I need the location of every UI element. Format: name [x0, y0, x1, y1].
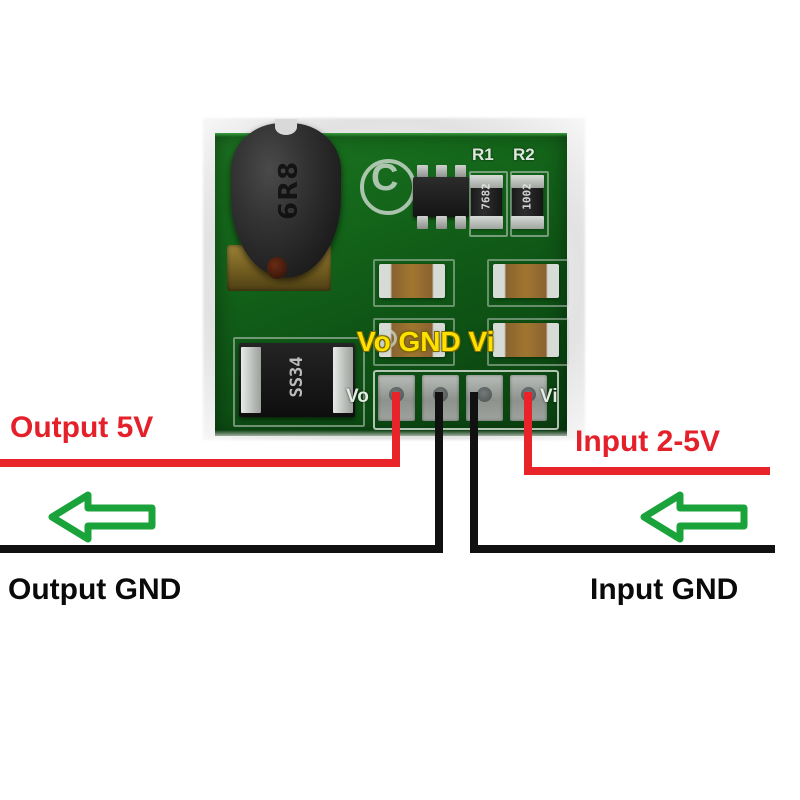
inductor-solder-blob: [267, 257, 287, 279]
ceramic-capacitor-c1: [379, 264, 445, 298]
ic-pin-3: [455, 165, 466, 178]
circled-c-logo: [360, 157, 416, 215]
annotation-output-voltage: Output 5V: [10, 411, 154, 444]
ic-pin-6: [455, 216, 466, 229]
resistor-r2: 1002: [511, 175, 544, 229]
wire-input-gnd-vertical: [470, 392, 478, 552]
ceramic-capacitor-c4: [493, 323, 559, 357]
resistor-r1-code: 7682: [479, 183, 493, 210]
wire-vo-vertical: [392, 392, 400, 466]
resistor-r1: 7682: [470, 175, 503, 229]
diode-marking: SS34: [287, 356, 307, 398]
resistor-r2-code: 1002: [520, 183, 534, 210]
capacitor-c1-pad: [373, 259, 455, 307]
annotation-input-ground: Input GND: [590, 573, 739, 606]
resistor-r1-pad: [469, 171, 508, 237]
board-via: [378, 329, 397, 348]
board-bottom-edge: [215, 430, 567, 436]
wire-output-gnd-horizontal: [0, 545, 443, 553]
ic-pin-4: [417, 216, 428, 229]
wire-input-gnd-horizontal: [470, 545, 775, 553]
wire-output-gnd-vertical: [435, 392, 443, 552]
inductor-notch: [275, 119, 297, 135]
resistor-r2-term-bottom: [511, 216, 544, 229]
diode-terminal-left: [241, 347, 261, 413]
silkscreen-vi-label: Vi: [540, 386, 558, 407]
pcb-board: 6R8 R1 7682 R2 1002: [215, 119, 569, 436]
capacitor-c4-pad: [487, 318, 569, 366]
overlay-pin-label: Vo GND Vi: [357, 326, 495, 357]
capacitor-c2-pad: [487, 259, 569, 307]
converter-ic: [413, 177, 469, 217]
resistor-r1-term-top: [470, 175, 503, 188]
schottky-diode: SS34: [239, 343, 355, 417]
wire-input-5v-horizontal: [524, 467, 770, 475]
input-direction-arrow: [640, 491, 748, 543]
resistor-r2-label: R2: [513, 145, 535, 164]
diode-terminal-right: [333, 347, 353, 413]
annotation-output-ground: Output GND: [8, 573, 182, 606]
wire-vi-vertical: [524, 392, 532, 474]
wire-output-5v-horizontal: [0, 459, 400, 467]
resistor-r1-label: R1: [472, 145, 494, 164]
capacitor-c3-pad: [373, 318, 455, 366]
pad-gnd-2-hole: [477, 387, 492, 402]
connector-outline: [373, 370, 559, 430]
ic-pin-2: [436, 165, 447, 178]
ic-pin-1: [417, 165, 428, 178]
silkscreen-vo-label: Vo: [346, 386, 369, 407]
output-direction-arrow: [48, 491, 156, 543]
annotation-input-voltage: Input 2-5V: [575, 425, 721, 458]
inductor: 6R8: [231, 119, 341, 278]
resistor-r1-term-bottom: [470, 216, 503, 229]
resistor-r2-term-top: [511, 175, 544, 188]
ceramic-capacitor-c2: [493, 264, 559, 298]
diode-pad-outline: [233, 337, 365, 427]
ic-pin-5: [436, 216, 447, 229]
board-top-highlight: [215, 133, 567, 137]
inductor-marking: 6R8: [274, 160, 304, 220]
resistor-r2-pad: [510, 171, 549, 237]
